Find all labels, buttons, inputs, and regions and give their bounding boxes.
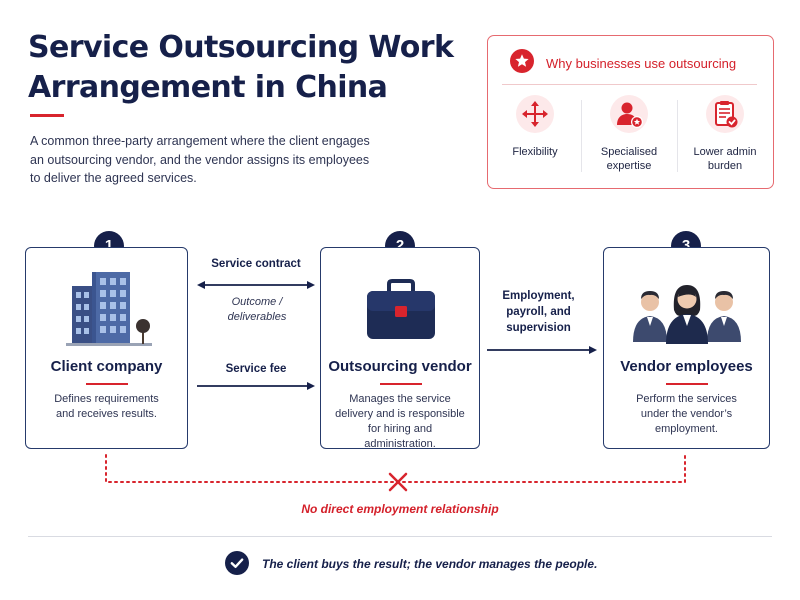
card-description: Perform the services under the vendor’s … (636, 393, 737, 435)
benefit-admin: Lower admin burden (678, 94, 772, 173)
arrows-move-icon (515, 95, 555, 138)
benefit-separator (581, 100, 582, 172)
benefit-label: Lower admin burden (693, 146, 757, 172)
page-title: Service Outsourcing Work Arrangement in … (28, 30, 454, 105)
no-relationship-label: No direct employment relationship (301, 502, 499, 516)
cross-icon (388, 472, 408, 492)
check-circle-icon (225, 551, 249, 580)
title-accent-rule (30, 114, 64, 117)
card-title: Client company (50, 358, 163, 375)
card-title: Outsourcing vendor (328, 358, 472, 375)
card-description: Defines requirements and receives result… (54, 393, 159, 420)
client-company-card: Client company Defines requirements and … (25, 247, 188, 449)
card-accent-rule (86, 383, 128, 385)
benefit-flexibility: Flexibility (488, 94, 582, 159)
service-fee-label: Service fee (225, 363, 287, 375)
no-relationship-connector (105, 454, 686, 483)
contract-arrowhead-left (197, 281, 205, 289)
card-title: Vendor employees (620, 358, 753, 375)
fee-arrowhead (307, 382, 315, 390)
service-contract-label: Service contract (211, 258, 301, 270)
footer-divider (28, 536, 772, 537)
star-icon (510, 48, 534, 78)
expert-person-icon (609, 95, 649, 138)
office-building-icon (62, 268, 156, 357)
card-description: Manages the service delivery and is resp… (335, 393, 465, 450)
why-header: Why businesses use outsourcing (510, 48, 737, 78)
benefit-label: Specialised expertise (600, 146, 658, 172)
employment-arrowhead (589, 346, 597, 354)
why-outsourcing-panel: Why businesses use outsourcing Flexibili… (487, 35, 774, 189)
benefit-label: Flexibility (512, 146, 558, 158)
benefit-separator (677, 100, 678, 172)
employment-label: Employment, payroll, and supervision (502, 290, 575, 334)
outcome-label: Outcome / deliverables (227, 296, 287, 323)
benefit-expertise: Specialised expertise (582, 94, 676, 173)
contract-arrowhead-right (307, 281, 315, 289)
outsourcing-vendor-card: Outsourcing vendor Manages the service d… (320, 247, 480, 450)
clipboard-check-icon (705, 95, 745, 138)
card-accent-rule (380, 383, 422, 385)
card-accent-rule (666, 383, 708, 385)
vendor-employees-card: Vendor employees Perform the services un… (603, 247, 770, 449)
briefcase-icon (365, 278, 437, 349)
footer-summary: The client buys the result; the vendor m… (262, 557, 598, 571)
why-divider (502, 84, 757, 85)
intro-text: A common three-party arrangement where t… (30, 134, 370, 185)
employees-group-icon (628, 280, 746, 349)
why-title: Why businesses use outsourcing (546, 55, 737, 71)
